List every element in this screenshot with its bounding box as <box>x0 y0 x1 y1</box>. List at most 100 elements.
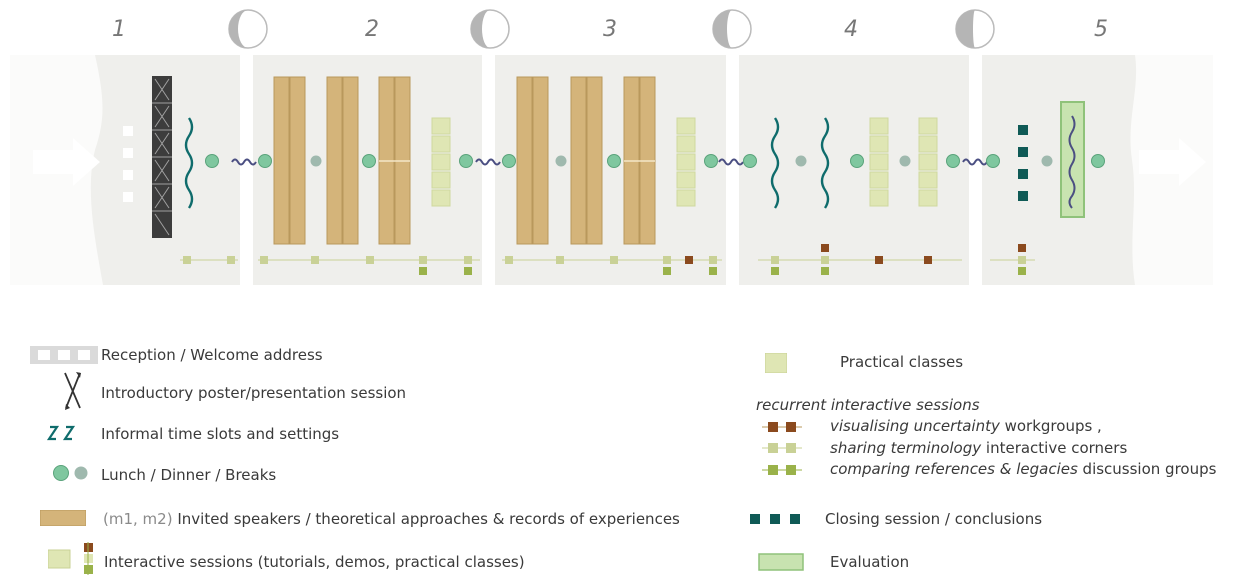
practical-block <box>676 117 696 135</box>
sharing-square <box>183 256 191 264</box>
programme-timeline-diagram: 1 2 3 4 5 <box>10 9 1213 285</box>
visualising-square <box>821 244 829 252</box>
practical-block <box>431 171 451 189</box>
practical-block <box>918 135 938 153</box>
day-4-number: 4 <box>844 17 858 42</box>
sharing-square <box>260 256 268 264</box>
comparing-square <box>464 267 472 275</box>
interactive-stacks <box>431 117 938 207</box>
legend-visualising-rest: workgroups , <box>999 417 1102 435</box>
moon-icon <box>955 9 995 49</box>
speaker-column <box>570 76 587 245</box>
legend-intro-poster: Introductory poster/presentation session <box>101 384 407 402</box>
legend-informal: Informal time slots and settings <box>101 425 340 443</box>
meal-dot <box>850 154 864 168</box>
moon-icon <box>712 9 752 49</box>
sharing-square <box>311 256 319 264</box>
practical-legend-icon <box>765 353 787 373</box>
lunch-legend-icon <box>53 465 88 481</box>
comparing-square <box>419 267 427 275</box>
intro-poster-column <box>152 76 172 238</box>
visualising-square <box>875 256 883 264</box>
comparing-square <box>1018 267 1026 275</box>
moon-icon <box>470 9 510 49</box>
invited-speaker-columns <box>273 76 656 245</box>
closing-legend-icon <box>750 514 800 524</box>
legend-visualising: visualising uncertainty workgroups , <box>830 417 1102 435</box>
comparing-square <box>771 267 779 275</box>
legend-invited-text: Invited speakers / theoretical approache… <box>177 510 680 528</box>
reception-legend-icon <box>30 346 98 364</box>
speaker-column <box>586 76 603 245</box>
intro-poster-legend-icon <box>64 372 81 410</box>
practical-block <box>431 135 451 153</box>
legend-comparing-italic: comparing references & legacies <box>830 460 1078 478</box>
informal-slots <box>184 117 830 209</box>
day-1-number: 1 <box>112 17 126 42</box>
practical-block <box>869 135 889 153</box>
practical-block <box>918 189 938 207</box>
meal-dot <box>205 154 219 168</box>
practical-block <box>918 171 938 189</box>
legend-visualising-italic: visualising uncertainty <box>830 417 1000 435</box>
practical-block <box>869 117 889 135</box>
practical-block <box>676 153 696 171</box>
meal-dot <box>258 154 272 168</box>
sharing-square <box>610 256 618 264</box>
legend-comparing-rest: discussion groups <box>1077 460 1217 478</box>
meal-dot <box>704 154 718 168</box>
meal-dot <box>362 154 376 168</box>
legend-evaluation: Evaluation <box>830 553 910 571</box>
meal-dot <box>1091 154 1105 168</box>
break-dot <box>555 155 567 167</box>
speaker-column <box>532 76 549 245</box>
arrow-out-icon <box>1139 138 1206 186</box>
practical-block <box>431 153 451 171</box>
arrow-in-icon <box>33 138 100 186</box>
visualising-square <box>1018 244 1026 252</box>
comparing-square <box>709 267 717 275</box>
evaluation-box <box>1060 101 1085 218</box>
day-3-number: 3 <box>603 17 617 42</box>
legend-sharing: sharing terminology interactive corners <box>830 439 1127 457</box>
sharing-square <box>663 256 671 264</box>
legend-practical: Practical classes <box>840 353 964 371</box>
speaker-column <box>516 76 533 245</box>
legend-sharing-rest: interactive corners <box>981 439 1128 457</box>
sharing-square <box>1018 256 1026 264</box>
legend-comparing: comparing references & legacies discussi… <box>830 460 1216 478</box>
overnight-connectors <box>231 158 988 166</box>
evaluation-wave <box>1068 115 1076 209</box>
legend-invited: (m1, m2) Invited speakers / theoretical … <box>103 510 680 528</box>
practical-block <box>869 189 889 207</box>
sharing-square <box>821 256 829 264</box>
sharing-square <box>227 256 235 264</box>
day-5-number: 5 <box>1094 17 1108 42</box>
speaker-column <box>342 76 359 245</box>
invited-legend-icon <box>40 510 86 526</box>
visualising-legend-icon <box>762 422 802 432</box>
sharing-square <box>366 256 374 264</box>
reception-squares <box>123 126 133 202</box>
speaker-column <box>326 76 343 245</box>
meal-break-dots <box>205 154 1105 168</box>
practical-block <box>918 117 938 135</box>
legend-reception: Reception / Welcome address <box>101 346 323 364</box>
legend-recurrent-title: recurrent interactive sessions <box>756 396 980 414</box>
day-2-number: 2 <box>365 17 379 42</box>
practical-block <box>676 171 696 189</box>
sharing-square <box>419 256 427 264</box>
comparing-legend-icon <box>762 465 802 475</box>
practical-block <box>431 189 451 207</box>
meal-dot <box>607 154 621 168</box>
practical-block <box>676 135 696 153</box>
practical-block <box>431 117 451 135</box>
legend-sharing-italic: sharing terminology <box>830 439 982 457</box>
break-dot <box>899 155 911 167</box>
visualising-square <box>924 256 932 264</box>
informal-legend-icon <box>46 425 76 441</box>
meal-dot <box>459 154 473 168</box>
sharing-legend-icon <box>762 443 802 453</box>
practical-block <box>918 153 938 171</box>
practical-block <box>869 171 889 189</box>
